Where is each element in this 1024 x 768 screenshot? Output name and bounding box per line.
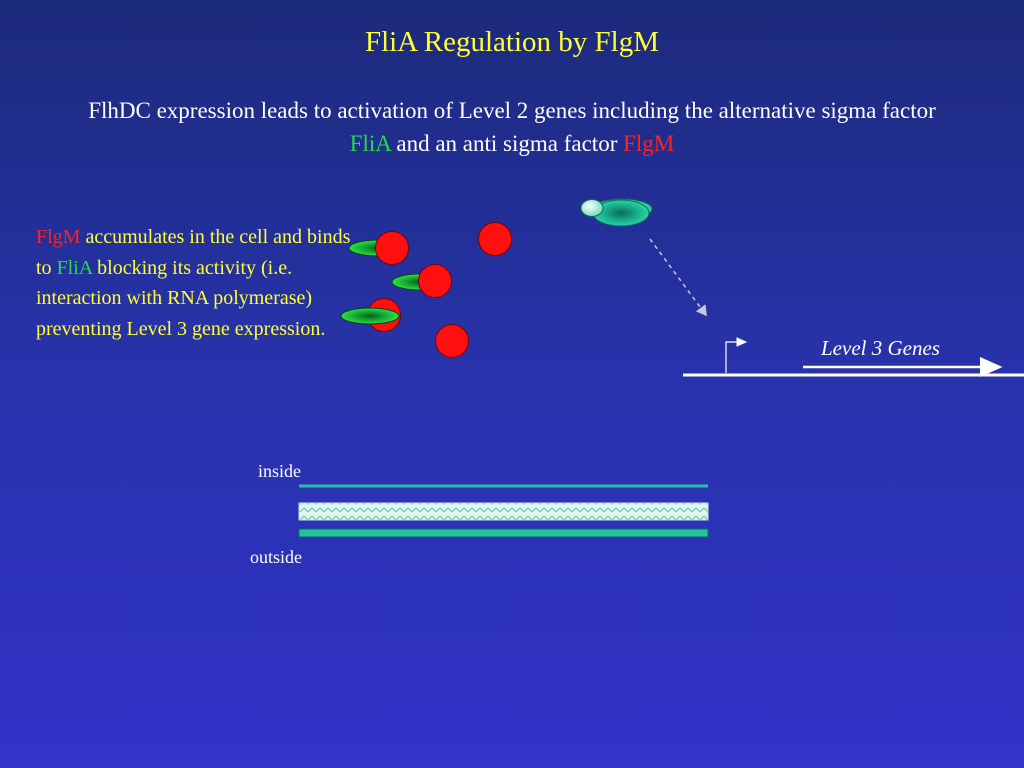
cell-membrane <box>298 484 709 538</box>
inside-label: inside <box>258 461 301 481</box>
desc-text-2: blocking its activity (i.e. interaction … <box>36 256 326 340</box>
description-text: FlgM accumulates in the cell and binds t… <box>36 222 356 344</box>
rna-polymerase-complex <box>580 198 653 227</box>
subtitle-text-1: FlhDC expression leads to activation of … <box>88 98 936 123</box>
slide-title: FliA Regulation by FlgM <box>364 26 660 58</box>
promoter-arrow <box>725 337 748 373</box>
flia-flgm-complex-2 <box>391 264 452 298</box>
flia-flgm-complex-3 <box>340 298 401 332</box>
desc-flgm: FlgM <box>36 226 81 248</box>
outside-label: outside <box>250 547 302 567</box>
flia-flgm-complex-1 <box>348 231 409 265</box>
level3-genes-label: Level 3 Genes <box>821 336 940 360</box>
dashed-arrow <box>649 238 707 317</box>
free-flgm-2 <box>435 324 469 358</box>
desc-text-1: accumulates in the cell and binds to <box>36 226 351 279</box>
slide-subtitle: FlhDC expression leads to activation of … <box>80 94 944 160</box>
desc-flia: FliA <box>56 256 93 279</box>
subtitle-flia: FliA <box>349 131 391 156</box>
subtitle-text-2: and an anti sigma factor <box>390 131 624 156</box>
free-flgm-1 <box>478 222 512 256</box>
subtitle-flgm: FlgM <box>623 131 675 156</box>
